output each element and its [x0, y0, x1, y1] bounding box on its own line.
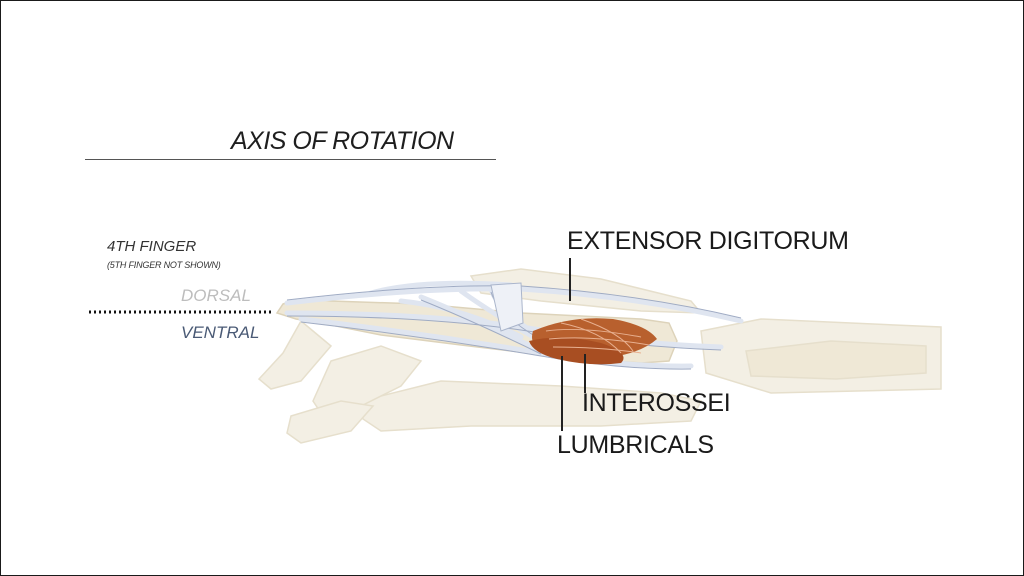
- axis-heading: AXIS OF ROTATION: [231, 127, 454, 155]
- extensor-hood: [490, 282, 524, 332]
- finger-note: (5TH FINGER NOT SHOWN): [107, 260, 221, 270]
- dorsal-label: DORSAL: [181, 286, 251, 305]
- finger-label: 4TH FINGER: [107, 238, 197, 255]
- muscle-fibers: [545, 318, 650, 354]
- lumbrical-muscle: [529, 337, 624, 365]
- faded-hand-bones: [257, 268, 942, 444]
- lumbricals-label: LUMBRICALS: [557, 431, 714, 459]
- extensor-digitorum-label: EXTENSOR DIGITORUM: [567, 227, 849, 255]
- ventral-label: VENTRAL: [181, 323, 260, 342]
- interossei-label: INTEROSSEI: [582, 389, 731, 417]
- heading-underline: [85, 159, 496, 160]
